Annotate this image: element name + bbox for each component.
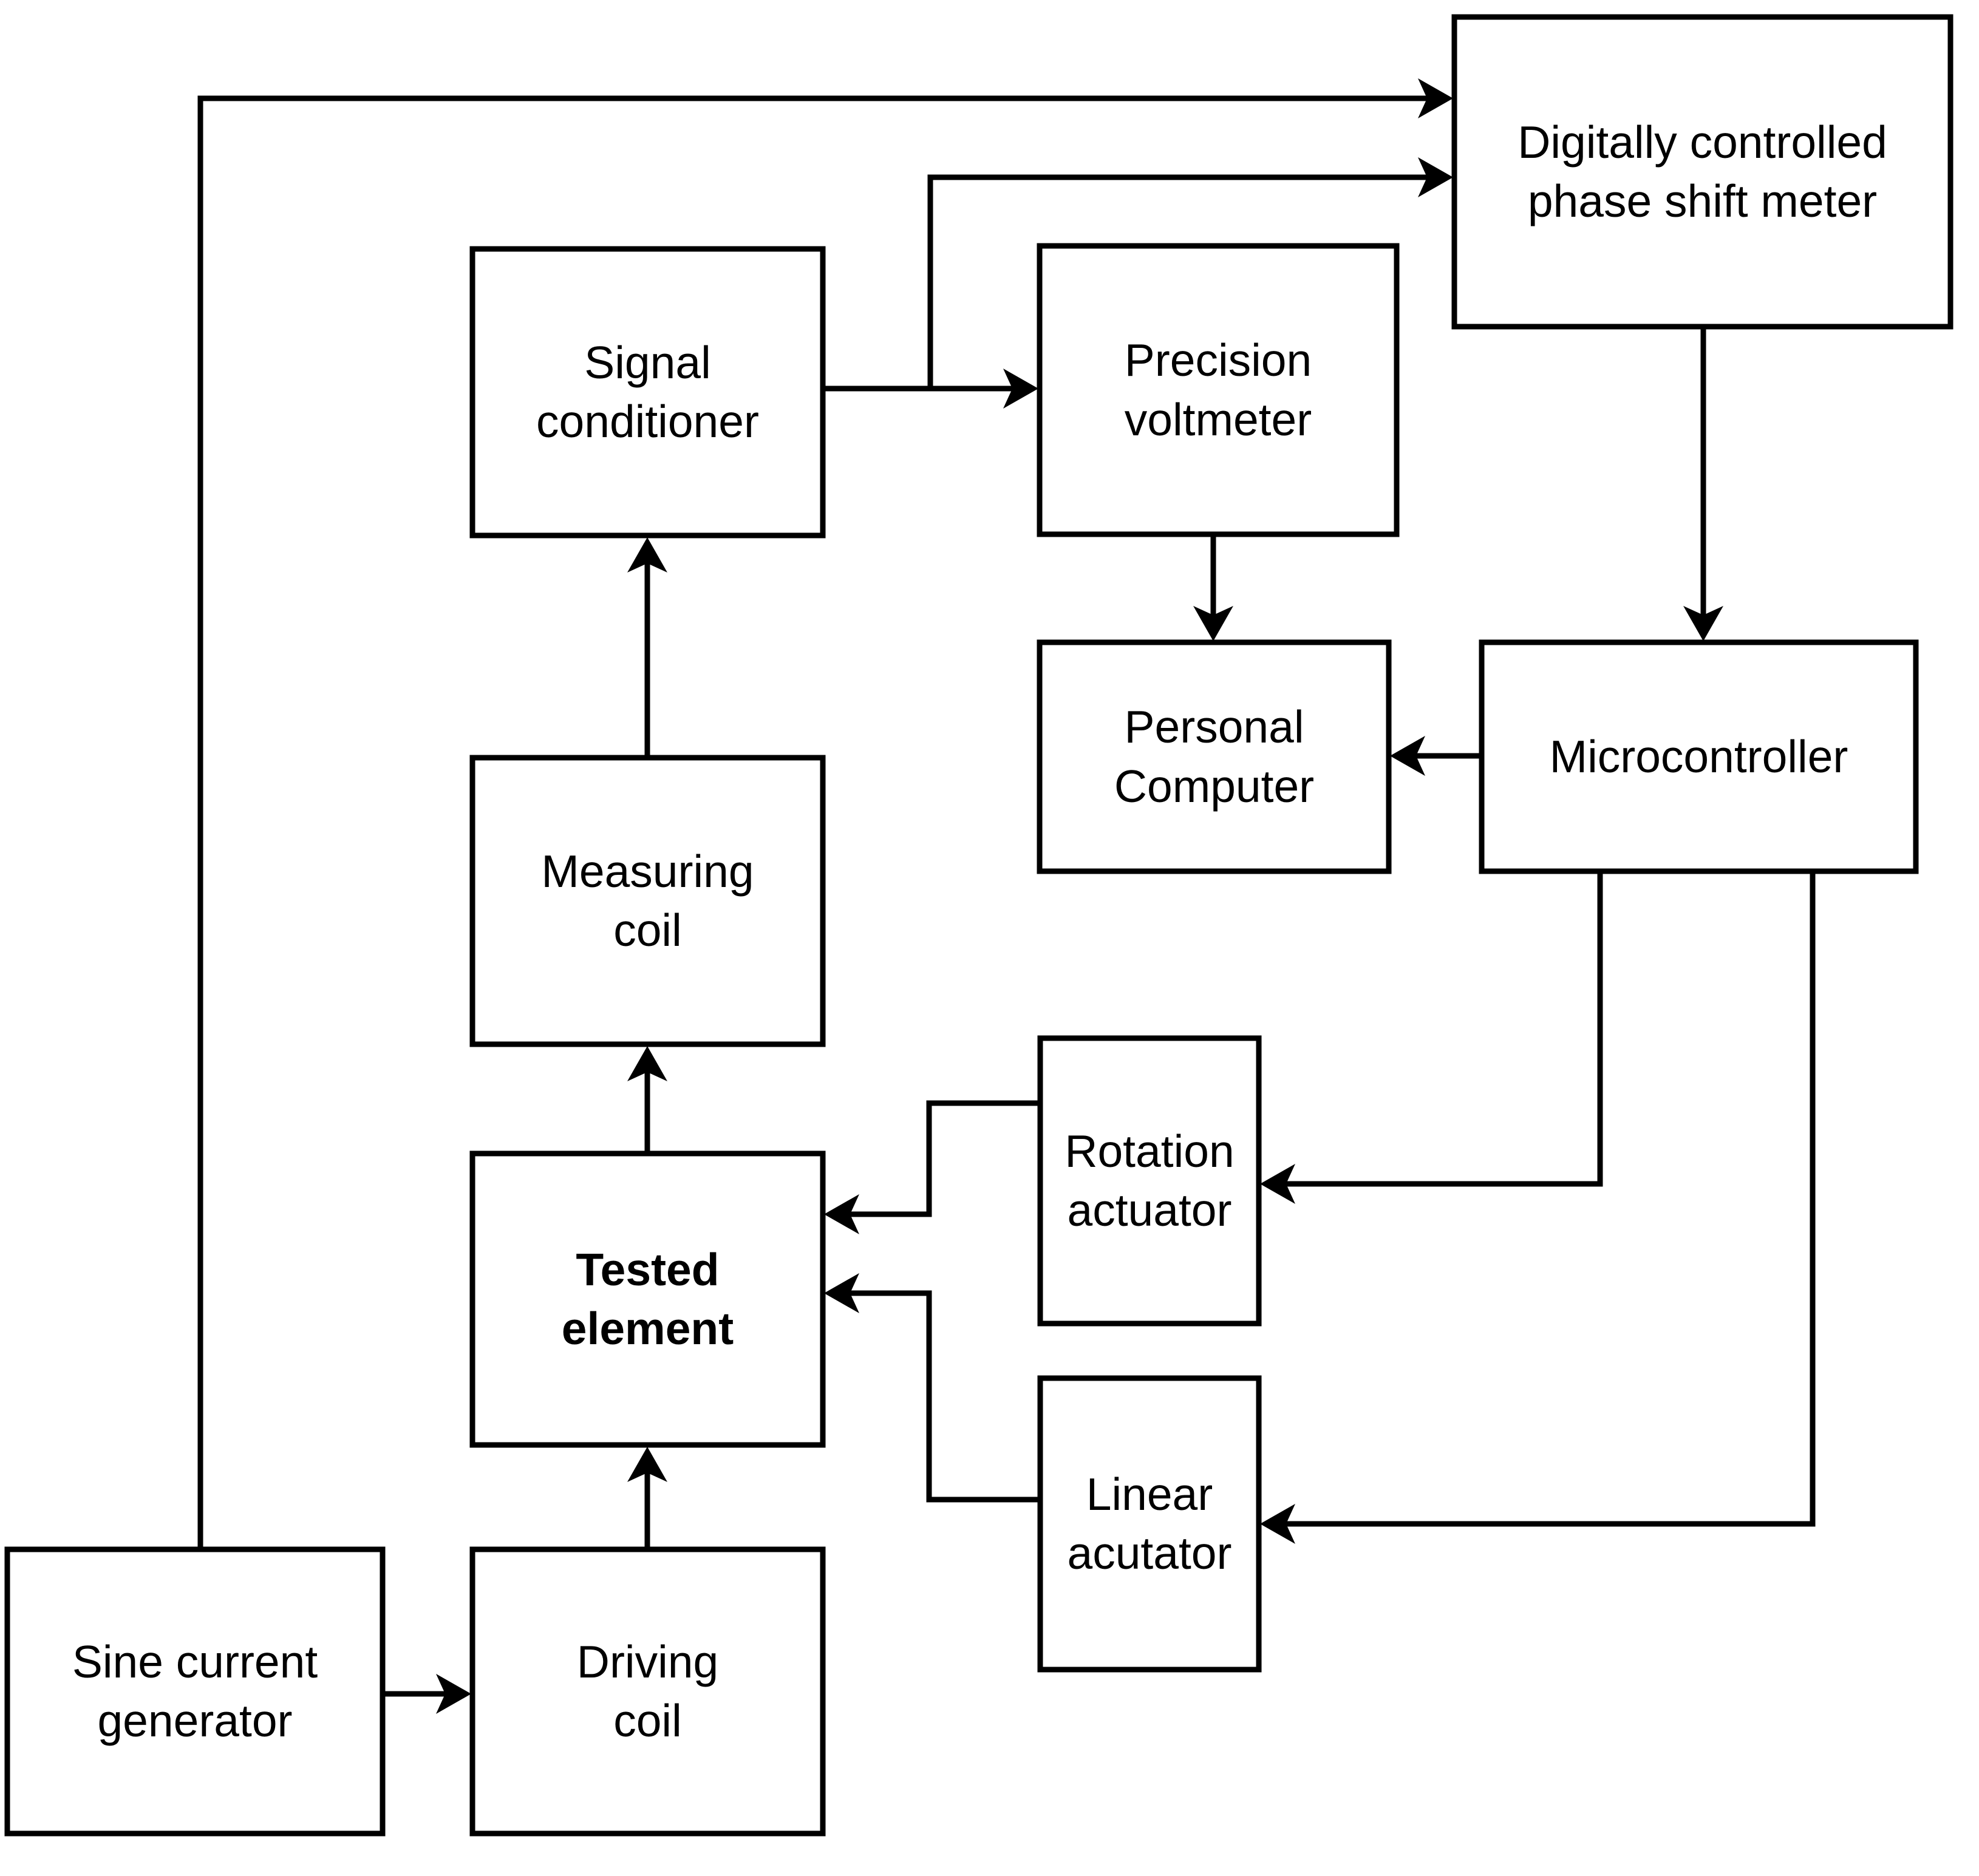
arrowhead-linear-acutator-to-tested-element — [824, 1273, 859, 1313]
wires-layer — [197, 95, 1816, 1697]
block-sine-current-generator — [4, 1546, 386, 1837]
arrowhead-microcontroller-to-linear-acutator — [1260, 1504, 1295, 1544]
arrowhead-signal-conditioner-to-voltmeter — [1003, 369, 1038, 409]
wire-microcontroller-to-linear-acutator — [1268, 871, 1816, 1527]
block-measuring-coil — [469, 755, 826, 1047]
blocks-layer — [4, 14, 1953, 1837]
wire-microcontroller-to-rotation-actuator — [1268, 871, 1603, 1187]
block-microcontroller — [1479, 639, 1919, 874]
arrowheads-layer — [436, 78, 1723, 1714]
block-personal-computer — [1037, 639, 1392, 874]
arrowhead-voltmeter-to-personal-computer — [1193, 606, 1233, 641]
block-rotation-actuator — [1037, 1035, 1262, 1327]
arrowhead-rotation-actuator-to-tested-element — [824, 1194, 859, 1234]
arrowhead-sine-generator-to-driving-coil — [436, 1674, 471, 1714]
arrowhead-measuring-coil-to-signal-conditioner — [627, 537, 667, 573]
block-signal-conditioner — [469, 246, 826, 539]
arrowhead-microcontroller-to-personal-computer — [1390, 736, 1425, 776]
block-precision-voltmeter — [1037, 243, 1400, 537]
wire-signal-conditioner-to-phase-meter — [927, 174, 1445, 389]
arrowhead-phase-meter-to-microcontroller — [1683, 606, 1723, 641]
block-tested-element — [469, 1150, 826, 1448]
wire-rotation-actuator-to-tested-element — [832, 1100, 1040, 1217]
block-driving-coil — [469, 1546, 826, 1837]
arrowhead-tested-element-to-measuring-coil — [627, 1046, 667, 1081]
arrowhead-signal-conditioner-to-phase-meter — [1418, 157, 1453, 197]
wire-linear-acutator-to-tested-element — [832, 1290, 1040, 1503]
block-phase-shift-meter — [1451, 14, 1953, 330]
block-linear-acutator — [1037, 1375, 1262, 1673]
arrowhead-driving-coil-to-tested-element — [627, 1447, 667, 1482]
wire-sine-generator-to-phase-meter — [197, 95, 1445, 1549]
arrowhead-microcontroller-to-rotation-actuator — [1260, 1164, 1295, 1204]
arrowhead-sine-generator-to-phase-meter — [1418, 78, 1453, 118]
